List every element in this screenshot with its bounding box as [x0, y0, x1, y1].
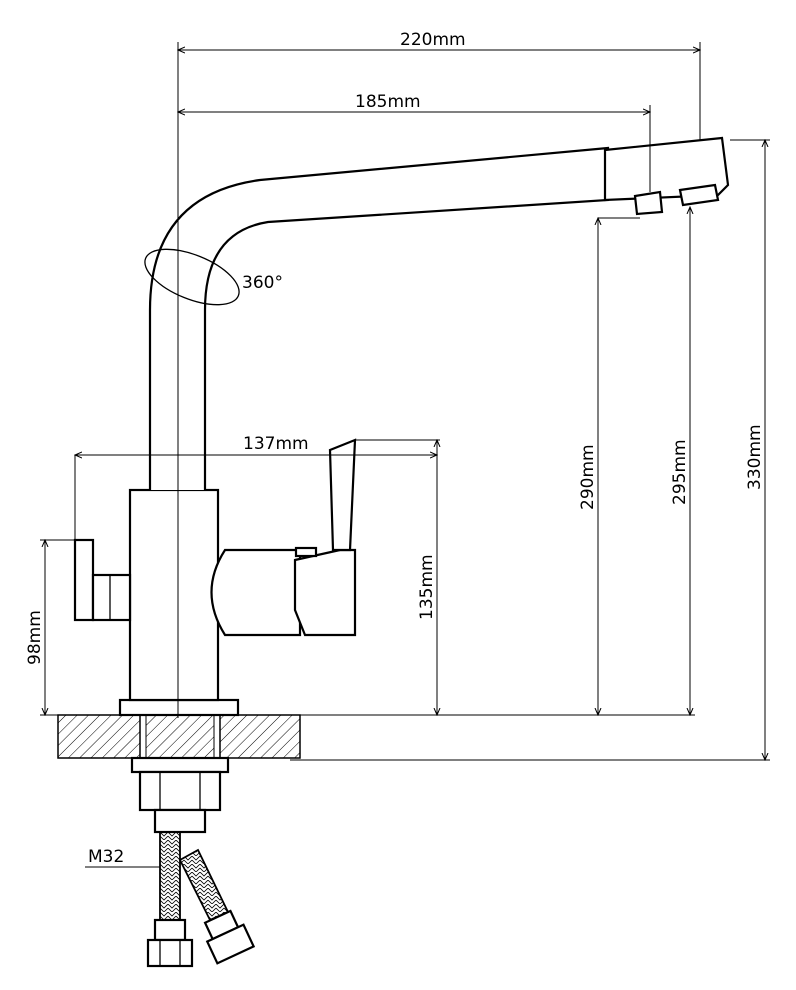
dimension-330: 330mm — [745, 140, 765, 760]
mounting-nut — [130, 756, 230, 834]
dimension-220: 220mm — [178, 30, 700, 140]
supply-hoses — [146, 831, 256, 968]
countertop — [57, 714, 301, 759]
svg-text:M32: M32 — [88, 847, 124, 867]
thread-label: M32 — [85, 847, 160, 868]
dimension-135: 135mm — [355, 440, 440, 715]
svg-text:137mm: 137mm — [243, 434, 309, 454]
dimension-295: 295mm — [670, 207, 690, 715]
svg-text:330mm: 330mm — [745, 424, 765, 490]
svg-text:185mm: 185mm — [355, 92, 421, 112]
faucet-body — [118, 488, 240, 717]
main-handle — [210, 438, 357, 637]
dimension-137: 137mm — [75, 434, 437, 540]
dimension-290: 290mm — [578, 218, 640, 715]
svg-text:290mm: 290mm — [578, 444, 598, 510]
dimension-98: 98mm — [25, 540, 75, 715]
svg-text:220mm: 220mm — [400, 30, 466, 50]
rotation-label: 360° — [242, 273, 283, 293]
svg-text:295mm: 295mm — [670, 439, 690, 505]
svg-text:135mm: 135mm — [417, 554, 437, 620]
rotation-indicator — [144, 248, 240, 306]
side-knob — [73, 538, 132, 622]
dimension-185: 185mm — [178, 92, 650, 192]
spout — [148, 136, 730, 490]
svg-text:98mm: 98mm — [25, 610, 45, 665]
